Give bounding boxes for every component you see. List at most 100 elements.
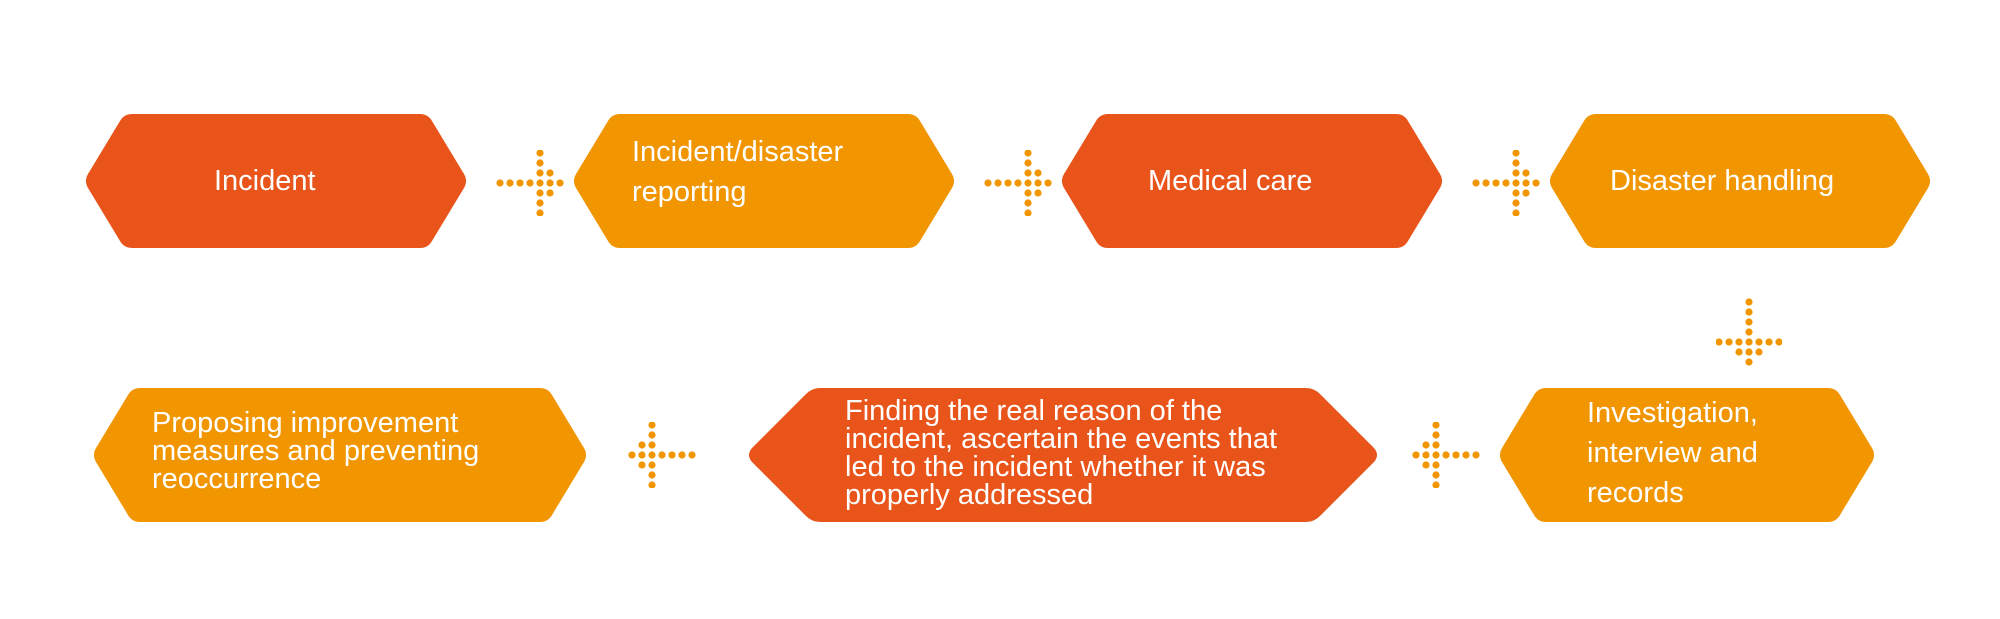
step-finding-real-reason: Finding the real reason of the incident,… xyxy=(749,388,1377,522)
arrow-dot xyxy=(994,179,1002,187)
arrow-dot xyxy=(1452,451,1460,459)
arrow-dot xyxy=(1014,179,1022,187)
arrow-dot xyxy=(536,179,544,187)
arrow-dot xyxy=(1522,179,1530,187)
arrow-dot xyxy=(506,179,514,187)
step-label: Incident/disaster reporting xyxy=(632,136,844,208)
dotted-arrow-left-icon xyxy=(626,422,706,488)
step-label: Proposing improvement measures and preve… xyxy=(152,407,480,495)
arrow-dot xyxy=(1462,451,1470,459)
arrow-dot xyxy=(1472,451,1480,459)
arrow-dot xyxy=(1004,179,1012,187)
arrow-dot xyxy=(1745,298,1753,306)
arrow-dot xyxy=(496,179,504,187)
arrow-dot xyxy=(546,189,554,197)
dotted-arrow-left-icon xyxy=(1410,422,1490,488)
arrow-dot xyxy=(1735,348,1743,356)
hexagon-shape xyxy=(1500,388,1874,522)
arrow-dot xyxy=(1745,308,1753,316)
arrow-dot xyxy=(536,199,544,207)
step-medical-care: Medical care xyxy=(1062,114,1442,248)
arrow-dot xyxy=(1532,179,1540,187)
arrow-dot xyxy=(1432,422,1440,429)
arrow-dot xyxy=(1745,338,1753,346)
hexagon-path xyxy=(1500,388,1874,522)
arrow-dot xyxy=(536,150,544,157)
arrow-dot xyxy=(1034,169,1042,177)
arrow-dot xyxy=(526,179,534,187)
step-proposing-improvement: Proposing improvement measures and preve… xyxy=(94,388,586,522)
arrow-dot xyxy=(648,422,656,429)
arrow-dot xyxy=(648,431,656,439)
arrow-dot xyxy=(1492,179,1500,187)
arrow-dot xyxy=(1024,189,1032,197)
hexagon-path xyxy=(574,114,954,248)
hexagon-path xyxy=(86,114,466,248)
arrow-dot xyxy=(1024,209,1032,216)
hexagon-path xyxy=(1062,114,1442,248)
arrow-dot xyxy=(536,209,544,216)
arrow-dot xyxy=(638,451,646,459)
arrow-dot xyxy=(516,179,524,187)
arrow-dot xyxy=(1034,189,1042,197)
arrow-dot xyxy=(1745,328,1753,336)
step-disaster-handling: Disaster handling xyxy=(1550,114,1930,248)
step-label: Investigation, interview and records xyxy=(1587,397,1758,509)
dotted-arrow-right-icon xyxy=(1462,150,1542,216)
arrow-dot xyxy=(1432,471,1440,479)
arrow-dot xyxy=(1735,338,1743,346)
arrow-dot xyxy=(546,169,554,177)
arrow-dot xyxy=(1512,169,1520,177)
arrow-dot xyxy=(546,179,554,187)
step-incident: Incident xyxy=(86,114,466,248)
arrow-dot xyxy=(1034,179,1042,187)
arrow-dot xyxy=(1765,338,1773,346)
arrow-dot xyxy=(1024,169,1032,177)
arrow-dot xyxy=(638,441,646,449)
arrow-dot xyxy=(1432,431,1440,439)
arrow-dot xyxy=(1745,318,1753,326)
step-label: Disaster handling xyxy=(1610,165,1835,197)
arrow-dot xyxy=(1024,159,1032,167)
arrow-dot xyxy=(1422,461,1430,469)
arrow-dot xyxy=(1442,451,1450,459)
step-label: Medical care xyxy=(1148,165,1313,197)
arrow-dot xyxy=(648,481,656,488)
hexagon-shape xyxy=(86,114,466,248)
arrow-dot xyxy=(1512,159,1520,167)
arrow-dot xyxy=(1522,189,1530,197)
arrow-dot xyxy=(1725,338,1733,346)
hexagon-shape xyxy=(1550,114,1930,248)
arrow-dot xyxy=(1024,150,1032,157)
arrow-dot xyxy=(1502,179,1510,187)
arrow-dot xyxy=(1422,451,1430,459)
arrow-dot xyxy=(628,451,636,459)
step-incident-reporting: Incident/disaster reporting xyxy=(574,114,954,248)
hexagon-path xyxy=(749,388,1377,522)
arrow-dot xyxy=(648,461,656,469)
arrow-dot xyxy=(678,451,686,459)
arrow-dot xyxy=(1512,179,1520,187)
arrow-dot xyxy=(1482,179,1490,187)
arrow-dot xyxy=(658,451,666,459)
arrow-dot xyxy=(648,451,656,459)
hexagon-shape xyxy=(574,114,954,248)
arrow-dot xyxy=(1412,451,1420,459)
hexagon-shape xyxy=(1062,114,1442,248)
arrow-dot xyxy=(1432,451,1440,459)
arrow-dot xyxy=(648,441,656,449)
dotted-arrow-down-icon xyxy=(1716,272,1782,368)
arrow-dot xyxy=(1432,481,1440,488)
arrow-dot xyxy=(1775,338,1782,346)
arrow-dot xyxy=(1755,338,1763,346)
step-label: Finding the real reason of the incident,… xyxy=(845,395,1278,511)
arrow-dot xyxy=(536,189,544,197)
arrow-dot xyxy=(1522,169,1530,177)
arrow-dot xyxy=(1716,338,1723,346)
arrow-dot xyxy=(1024,199,1032,207)
arrow-dot xyxy=(1024,179,1032,187)
arrow-dot xyxy=(688,451,696,459)
arrow-dot xyxy=(1512,209,1520,216)
arrow-dot xyxy=(638,461,646,469)
step-label: Incident xyxy=(214,165,316,197)
